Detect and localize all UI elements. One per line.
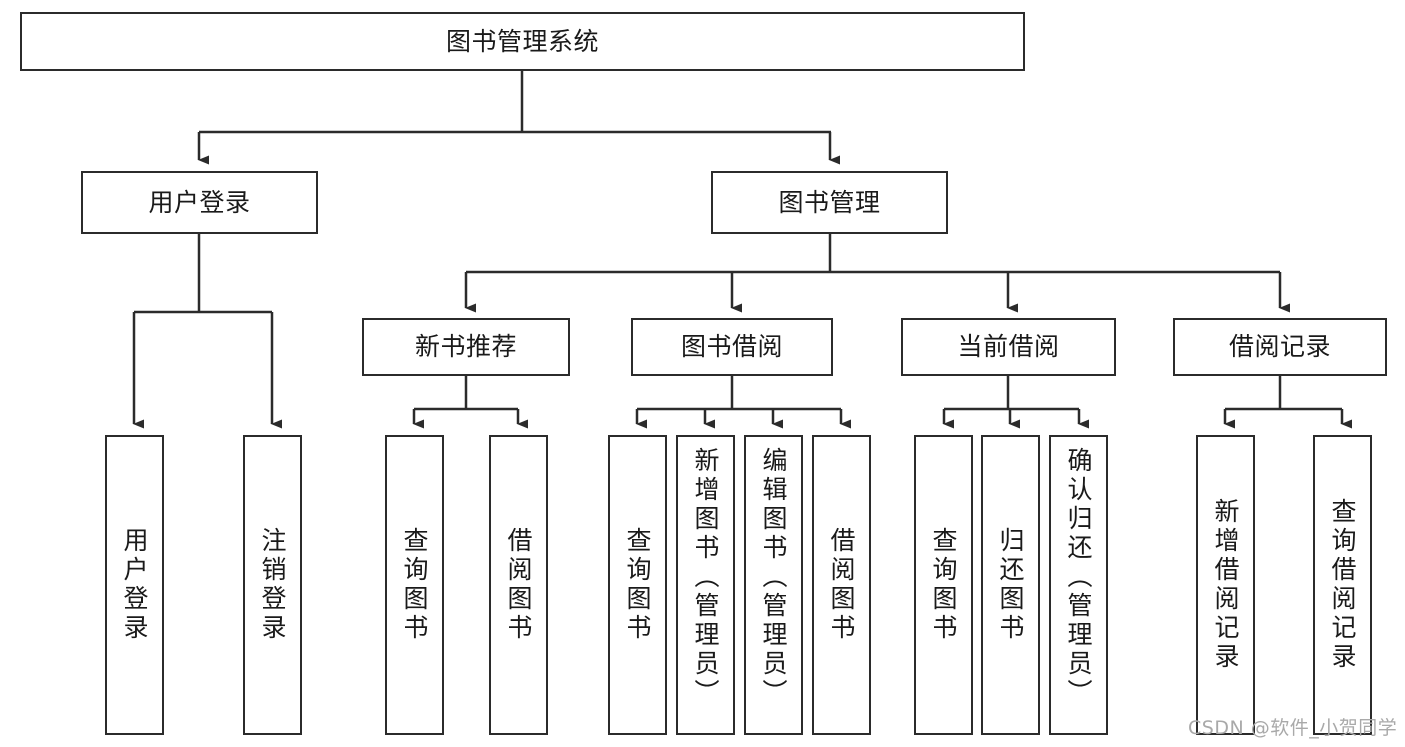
leaf-book-borrow-borrow-book[interactable]: 借阅图书 <box>812 435 871 735</box>
leaf-current-borrow-confirm-return-label: 确认归还（管理员） <box>1064 447 1093 708</box>
node-user-login[interactable]: 用户登录 <box>81 171 318 234</box>
node-borrow-record-label: 借阅记录 <box>1228 332 1331 361</box>
node-user-login-label: 用户登录 <box>148 187 251 217</box>
leaf-borrow-record-query-record-label: 查询借阅记录 <box>1328 498 1357 672</box>
leaf-new-book-borrow-book[interactable]: 借阅图书 <box>489 435 548 735</box>
leaf-book-borrow-add-book-label: 新增图书（管理员） <box>691 447 720 708</box>
csdn-watermark: CSDN @软件_小贺同学 <box>1188 717 1398 739</box>
node-book-management[interactable]: 图书管理 <box>711 171 948 234</box>
leaf-book-borrow-query-book-label: 查询图书 <box>623 527 652 643</box>
leaf-user-login-login-label: 用户登录 <box>120 527 149 643</box>
node-book-borrow-label: 图书借阅 <box>680 332 783 361</box>
leaf-user-login-logout[interactable]: 注销登录 <box>243 435 302 735</box>
node-book-borrow[interactable]: 图书借阅 <box>631 318 833 376</box>
leaf-user-login-login[interactable]: 用户登录 <box>105 435 164 735</box>
node-new-book-recommend[interactable]: 新书推荐 <box>362 318 570 376</box>
leaf-borrow-record-add-record-label: 新增借阅记录 <box>1211 498 1240 672</box>
node-current-borrow-label: 当前借阅 <box>957 332 1060 361</box>
leaf-book-borrow-edit-book[interactable]: 编辑图书（管理员） <box>744 435 803 735</box>
leaf-borrow-record-query-record[interactable]: 查询借阅记录 <box>1313 435 1372 735</box>
leaf-book-borrow-edit-book-label: 编辑图书（管理员） <box>759 447 788 708</box>
leaf-current-borrow-return-book-label: 归还图书 <box>996 527 1025 643</box>
leaf-borrow-record-add-record[interactable]: 新增借阅记录 <box>1196 435 1255 735</box>
leaf-new-book-borrow-book-label: 借阅图书 <box>504 527 533 643</box>
node-current-borrow[interactable]: 当前借阅 <box>901 318 1116 376</box>
leaf-current-borrow-query-book-label: 查询图书 <box>929 527 958 643</box>
node-book-management-label: 图书管理 <box>778 187 881 217</box>
node-borrow-record[interactable]: 借阅记录 <box>1173 318 1387 376</box>
leaf-user-login-logout-label: 注销登录 <box>258 527 287 643</box>
leaf-current-borrow-return-book[interactable]: 归还图书 <box>981 435 1040 735</box>
node-root-system[interactable]: 图书管理系统 <box>20 12 1025 71</box>
leaf-new-book-query-book-label: 查询图书 <box>400 527 429 643</box>
leaf-book-borrow-add-book[interactable]: 新增图书（管理员） <box>676 435 735 735</box>
leaf-current-borrow-query-book[interactable]: 查询图书 <box>914 435 973 735</box>
leaf-current-borrow-confirm-return[interactable]: 确认归还（管理员） <box>1049 435 1108 735</box>
leaf-book-borrow-query-book[interactable]: 查询图书 <box>608 435 667 735</box>
node-root-system-label: 图书管理系统 <box>445 26 599 56</box>
node-new-book-recommend-label: 新书推荐 <box>414 332 517 361</box>
leaf-new-book-query-book[interactable]: 查询图书 <box>385 435 444 735</box>
leaf-book-borrow-borrow-book-label: 借阅图书 <box>827 527 856 643</box>
